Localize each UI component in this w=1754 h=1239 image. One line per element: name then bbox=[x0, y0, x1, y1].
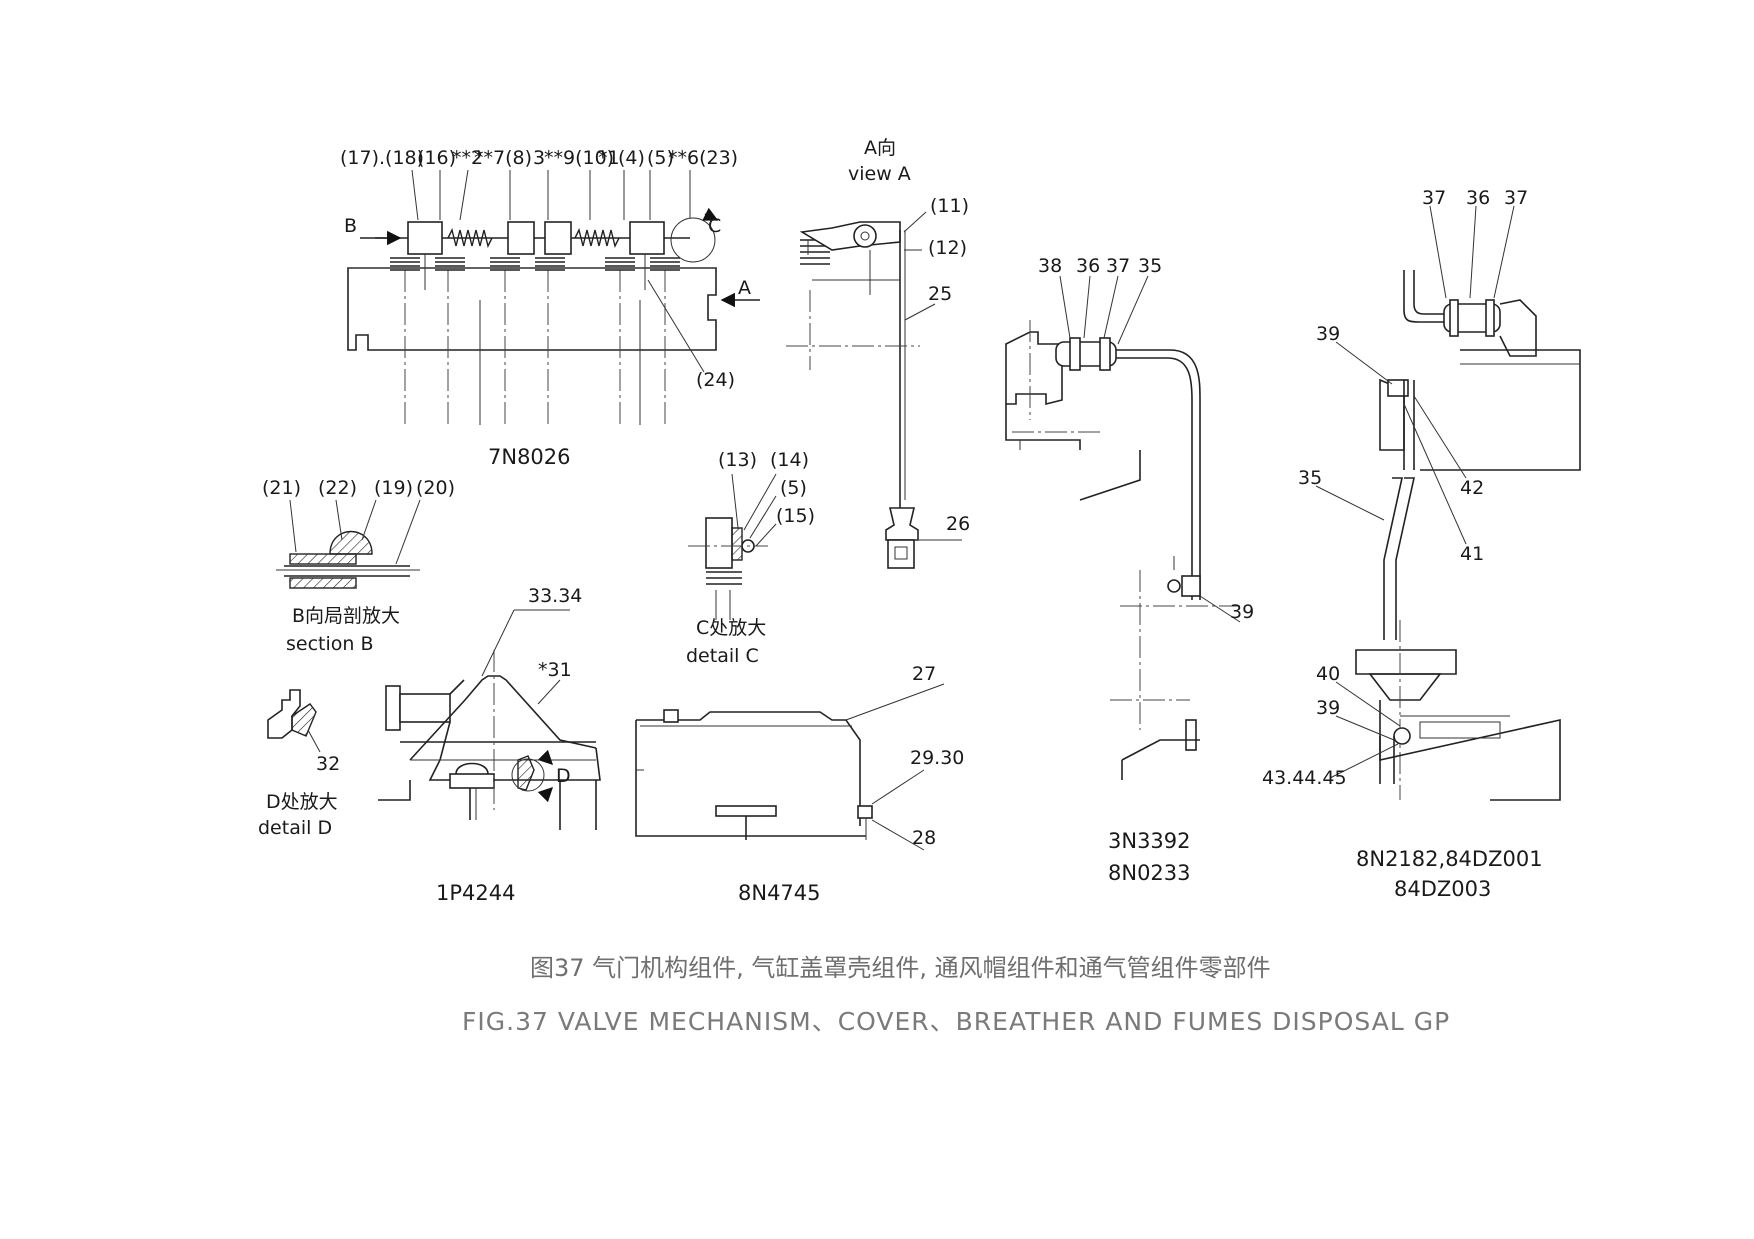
callout-16: (16) bbox=[417, 147, 456, 169]
view-a-caption-cn: A向 bbox=[864, 137, 896, 159]
callout-9-10: **9(10) bbox=[544, 147, 614, 169]
callout-15: (15) bbox=[776, 505, 815, 527]
callout-40: 40 bbox=[1316, 663, 1340, 685]
view-a-caption-en: view A bbox=[848, 163, 911, 185]
callout-28: 28 bbox=[912, 827, 936, 849]
part-number-1p4244: 1P4244 bbox=[436, 881, 515, 905]
callout-39-a: 39 bbox=[1230, 601, 1254, 623]
callout-20: (20) bbox=[416, 477, 455, 499]
detail-d: 32 D处放大 detail D bbox=[258, 689, 340, 839]
view-a-drawing bbox=[786, 211, 962, 569]
section-b: (21) (22) (19) (20) B向局剖放大 section B bbox=[262, 477, 455, 655]
callout-2: **2 bbox=[452, 147, 483, 169]
view-7n8026: B A C (17).(18) (16) **2 **7(8) bbox=[340, 147, 760, 469]
callout-32: 32 bbox=[316, 753, 340, 775]
figure-title-cn: 图37 气门机构组件, 气缸盖罩壳组件, 通风帽组件和通气管组件零部件 bbox=[530, 954, 1271, 982]
callout-38: 38 bbox=[1038, 255, 1062, 277]
view-8n2182: 37 36 37 39 35 42 41 40 39 43.44.45 8N21… bbox=[1262, 187, 1581, 901]
section-b-drawing bbox=[276, 499, 421, 589]
callout-33-34: 33.34 bbox=[528, 585, 582, 607]
part-number-8n0233: 8N0233 bbox=[1108, 861, 1191, 885]
detail-c-caption-en: detail C bbox=[686, 645, 759, 667]
part-number-8n2182: 8N2182,84DZ001 bbox=[1356, 847, 1543, 871]
arrow-d-label: D bbox=[556, 765, 571, 787]
section-b-caption-cn: B向局剖放大 bbox=[292, 605, 400, 627]
callout-1: *1 bbox=[598, 147, 620, 169]
callout-5-c: (5) bbox=[780, 477, 807, 499]
detail-d-caption-cn: D处放大 bbox=[266, 791, 338, 813]
fumes-tube-drawing bbox=[1005, 275, 1241, 780]
part-number-7n8026: 7N8026 bbox=[488, 445, 571, 469]
rocker-shaft-drawing: B A C bbox=[344, 207, 760, 425]
callout-5: (5) bbox=[647, 147, 674, 169]
callout-35-a: 35 bbox=[1138, 255, 1162, 277]
arrow-c-label: C bbox=[708, 215, 721, 237]
callout-35-b: 35 bbox=[1298, 467, 1322, 489]
breather-drawing bbox=[378, 609, 601, 830]
callout-29-30: 29.30 bbox=[910, 747, 964, 769]
callout-19: (19) bbox=[374, 477, 413, 499]
callout-12: (12) bbox=[928, 237, 967, 259]
arrow-a-label: A bbox=[738, 277, 751, 299]
callout-31: *31 bbox=[538, 659, 572, 681]
detail-c-drawing bbox=[688, 473, 777, 620]
callout-37-c: 37 bbox=[1504, 187, 1528, 209]
part-number-84dz003: 84DZ003 bbox=[1394, 877, 1491, 901]
callout-36-b: 36 bbox=[1466, 187, 1490, 209]
view-1p4244: 33.34 *31 D 1P4244 bbox=[378, 585, 601, 905]
figure-title-en: FIG.37 VALVE MECHANISM、COVER、BREATHER AN… bbox=[462, 1007, 1450, 1036]
callout-17-18: (17).(18) bbox=[340, 147, 424, 169]
leader-lines-7n8026 bbox=[411, 169, 705, 373]
callout-4: (4) bbox=[618, 147, 645, 169]
view-3n3392: 38 36 37 35 39 3N3392 8N0233 bbox=[1005, 255, 1254, 885]
callout-27: 27 bbox=[912, 663, 936, 685]
callout-3: 3 bbox=[533, 147, 545, 169]
detail-d-drawing bbox=[267, 689, 321, 753]
callout-7-8: **7(8) bbox=[474, 147, 532, 169]
part-number-8n4745: 8N4745 bbox=[738, 881, 821, 905]
callout-37-a: 37 bbox=[1106, 255, 1130, 277]
callout-22: (22) bbox=[318, 477, 357, 499]
callout-6-23: **6(23) bbox=[668, 147, 738, 169]
callout-36-a: 36 bbox=[1076, 255, 1100, 277]
arrow-b-label: B bbox=[344, 215, 357, 237]
callout-39-b: 39 bbox=[1316, 323, 1340, 345]
callout-14: (14) bbox=[770, 449, 809, 471]
callout-26: 26 bbox=[946, 513, 970, 535]
cover-drawing bbox=[635, 683, 945, 851]
callout-11: (11) bbox=[930, 195, 969, 217]
callouts-7n8026: (17).(18) (16) **2 **7(8) 3 **9(10) *1 (… bbox=[340, 147, 738, 391]
detail-d-caption-en: detail D bbox=[258, 817, 332, 839]
callout-39-c: 39 bbox=[1316, 697, 1340, 719]
part-number-3n3392: 3N3392 bbox=[1108, 829, 1191, 853]
detail-c: (13) (14) (5) (15) C处放大 detail C bbox=[686, 449, 815, 667]
detail-c-caption-cn: C处放大 bbox=[696, 617, 766, 639]
callout-37-b: 37 bbox=[1422, 187, 1446, 209]
view-8n4745: 27 29.30 28 8N4745 bbox=[635, 663, 964, 905]
callout-13: (13) bbox=[718, 449, 757, 471]
view-a: A向 view A (11) (12) 25 26 bbox=[786, 137, 970, 569]
callout-41: 41 bbox=[1460, 543, 1484, 565]
callout-25: 25 bbox=[928, 283, 952, 305]
callout-21: (21) bbox=[262, 477, 301, 499]
callout-42: 42 bbox=[1460, 477, 1484, 499]
callout-43-44-45: 43.44.45 bbox=[1262, 767, 1347, 789]
figure-title: 图37 气门机构组件, 气缸盖罩壳组件, 通风帽组件和通气管组件零部件 FIG.… bbox=[462, 954, 1450, 1036]
callout-24: (24) bbox=[696, 369, 735, 391]
section-b-caption-en: section B bbox=[286, 633, 374, 655]
breather-tube-drawing bbox=[1315, 205, 1581, 801]
